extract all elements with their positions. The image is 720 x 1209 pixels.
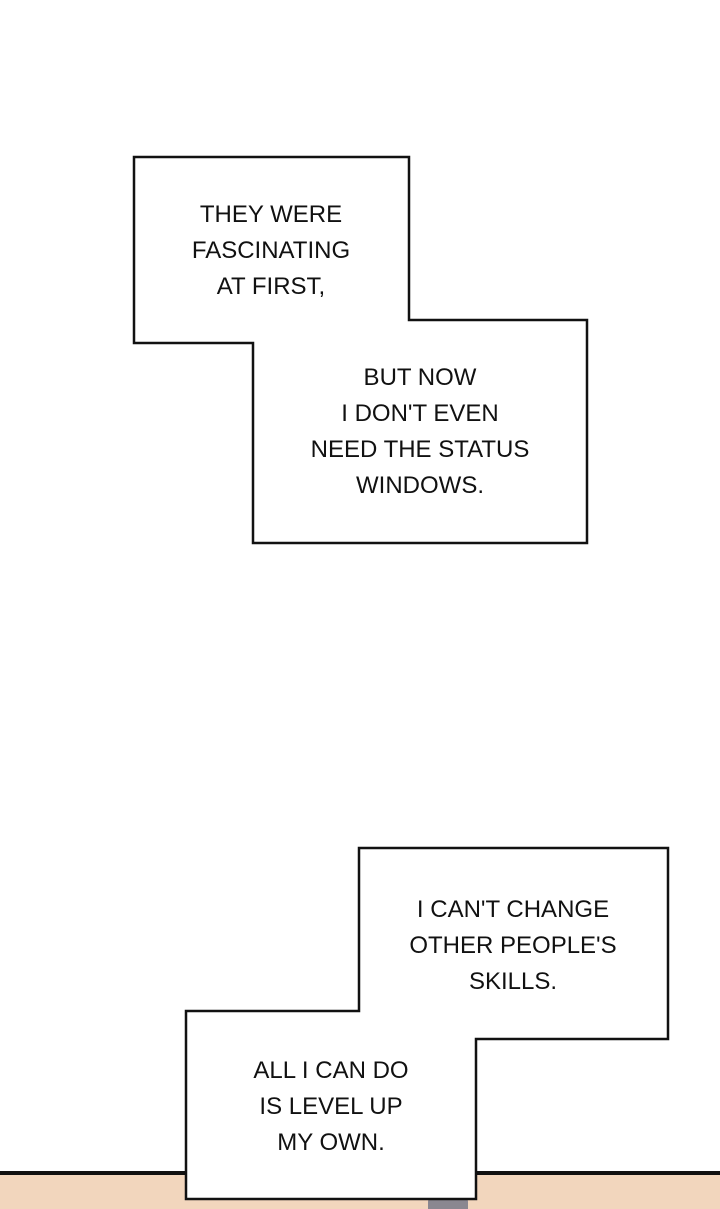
- caption-line: THEY WERE: [199, 201, 343, 228]
- caption-2: BUT NOW I DON'T EVEN NEED THE STATUS WIN…: [311, 360, 530, 504]
- caption-box-top: [132, 155, 589, 545]
- caption-line: MY OWN.: [277, 1129, 385, 1156]
- caption-line: ALL I CAN DO: [253, 1057, 409, 1084]
- caption-3: I CAN'T CHANGE OTHER PEOPLE'S SKILLS.: [409, 892, 616, 1000]
- caption-1: THEY WERE FASCINATING AT FIRST,: [192, 197, 350, 305]
- caption-box-bottom: [184, 846, 670, 1201]
- caption-line: BUT NOW: [363, 364, 477, 391]
- caption-line: OTHER PEOPLE'S: [409, 932, 617, 959]
- caption-line: AT FIRST,: [216, 273, 326, 300]
- caption-line: SKILLS.: [468, 968, 558, 995]
- caption-line: NEED THE STATUS: [310, 436, 530, 463]
- caption-line: IS LEVEL UP: [259, 1093, 403, 1120]
- caption-4: ALL I CAN DO IS LEVEL UP MY OWN.: [253, 1053, 408, 1161]
- caption-line: I DON'T EVEN: [341, 400, 499, 427]
- caption-line: I CAN'T CHANGE: [416, 896, 610, 923]
- caption-line: WINDOWS.: [356, 472, 484, 499]
- caption-line: FASCINATING: [191, 237, 351, 264]
